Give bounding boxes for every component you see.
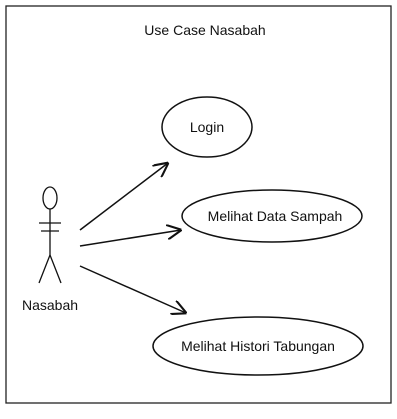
stick-figure-actor-icon xyxy=(38,186,62,284)
use-case-melihat-histori-tabungan: Melihat Histori Tabungan xyxy=(152,316,364,376)
use-case-melihat-data-sampah: Melihat Data Sampah xyxy=(181,189,363,243)
association-melihat-histori-tabungan xyxy=(79,265,186,313)
actor-nasabah: Nasabah xyxy=(22,186,78,313)
use-case-login: Login xyxy=(161,96,253,158)
use-case-label: Melihat Histori Tabungan xyxy=(181,338,335,354)
association-login xyxy=(79,163,168,231)
diagram-title: Use Case Nasabah xyxy=(144,22,265,38)
association-melihat-data-sampah xyxy=(79,230,181,247)
use-case-label: Login xyxy=(190,119,224,135)
association-lines xyxy=(79,163,186,313)
use-case-label: Melihat Data Sampah xyxy=(208,208,343,224)
actor-name: Nasabah xyxy=(22,297,78,313)
